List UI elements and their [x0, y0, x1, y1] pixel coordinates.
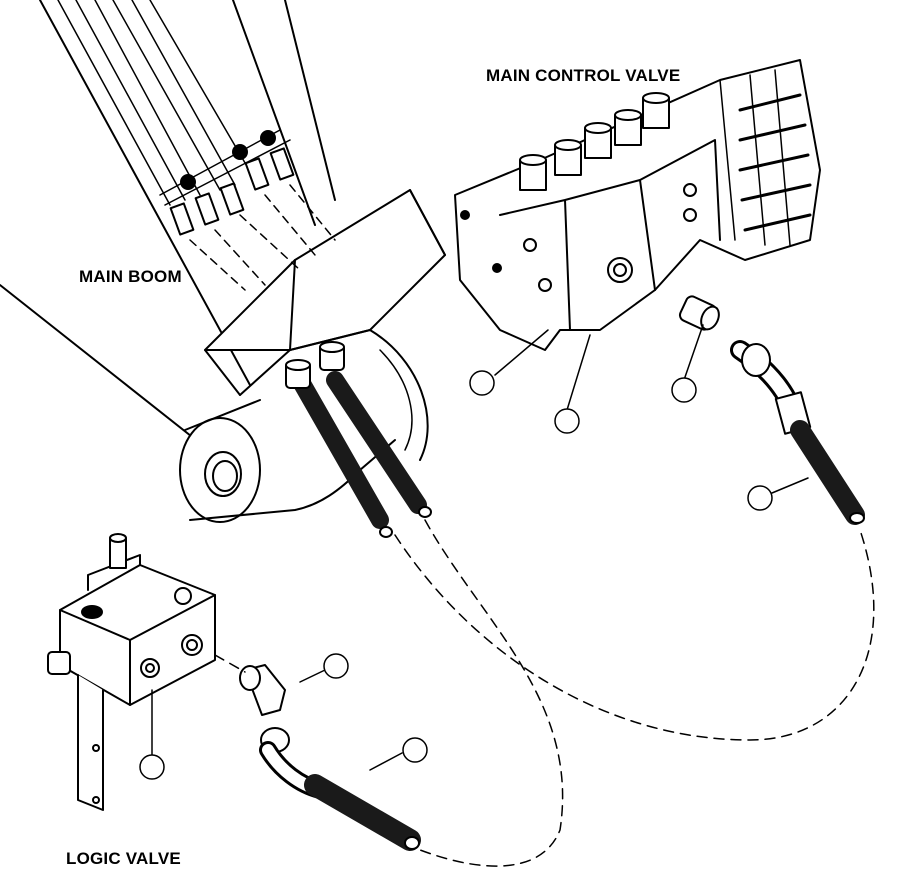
main-boom-label: MAIN BOOM — [79, 267, 182, 286]
logic-valve — [47, 533, 216, 811]
main-control-valve — [454, 59, 821, 351]
logic-hose-end — [404, 836, 420, 850]
logic-valve-hose — [304, 774, 421, 851]
callout-circle — [469, 370, 495, 396]
callout-circles — [139, 370, 773, 780]
adapter-fitting — [678, 295, 720, 331]
callout-leaders — [151, 324, 809, 771]
boom-fittings — [169, 130, 295, 236]
boom-hoses — [285, 341, 432, 538]
callout-circle — [671, 377, 697, 403]
callout-circle — [747, 485, 773, 511]
elbow-fittings — [239, 664, 329, 799]
main-control-valve-label: MAIN CONTROL VALVE — [486, 66, 681, 85]
right-hose — [730, 340, 865, 525]
callout-circle — [323, 653, 349, 679]
callout-circle — [139, 754, 165, 780]
callout-circle — [554, 408, 580, 434]
logic-valve-label: LOGIC VALVE — [66, 849, 181, 868]
callout-circle — [402, 737, 428, 763]
main-boom — [0, 0, 446, 523]
dashed-connections — [214, 519, 875, 867]
